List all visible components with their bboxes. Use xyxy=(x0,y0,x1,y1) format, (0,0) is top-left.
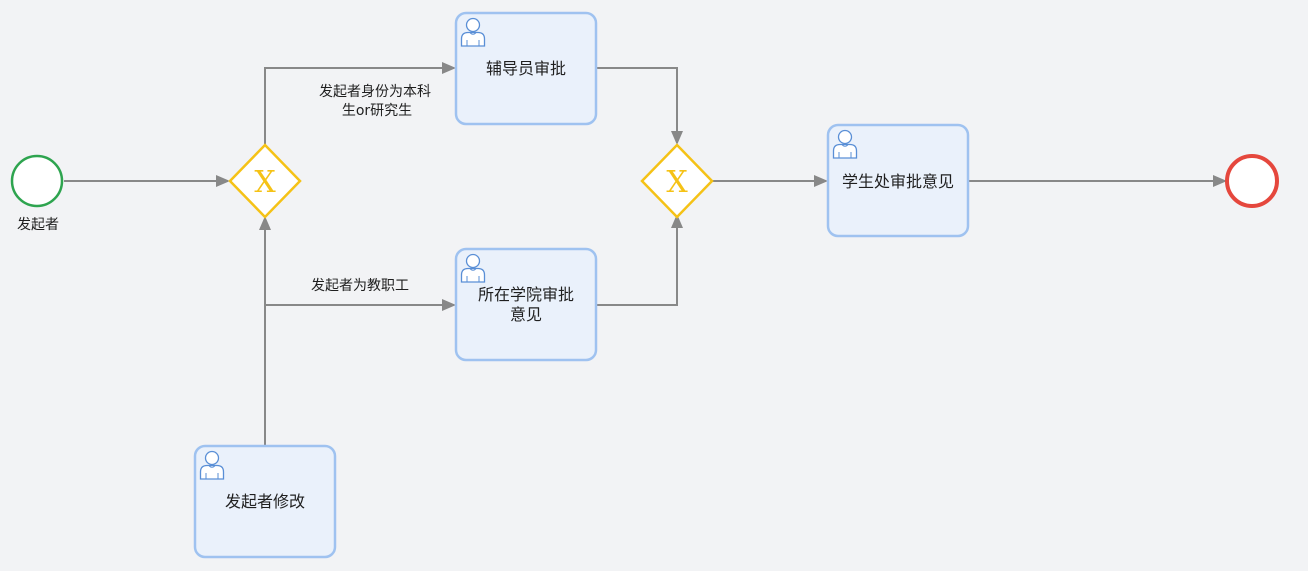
edge-split-to-counselor[interactable] xyxy=(264,62,456,144)
task-label: 辅导员审批 xyxy=(486,59,566,78)
task-counselor-approval[interactable]: 辅导员审批 xyxy=(454,11,598,126)
task-label-line1: 所在学院审批 xyxy=(478,285,574,304)
task-student-office-approval[interactable]: 学生处审批意见 xyxy=(826,123,970,238)
end-event[interactable] xyxy=(1225,154,1279,208)
end-event-circle-icon xyxy=(1225,154,1279,208)
flow-student-label-line2: 生or研究生 xyxy=(342,103,412,119)
flow-staff-label: 发起者为教职工 xyxy=(311,278,409,294)
gateway-diamond-icon xyxy=(228,143,302,219)
edge-counselor-to-join[interactable] xyxy=(596,67,683,145)
gateway-diamond-icon xyxy=(640,143,714,219)
gateway-split[interactable]: X xyxy=(228,143,302,219)
task-box xyxy=(454,247,598,362)
task-initiator-modify[interactable]: 发起者修改 xyxy=(193,444,337,559)
task-box xyxy=(193,444,337,559)
edge-college-to-join[interactable] xyxy=(596,214,683,306)
task-college-approval[interactable]: 所在学院审批 意见 xyxy=(454,247,598,362)
task-box xyxy=(454,11,598,126)
task-box xyxy=(826,123,970,238)
gateway-join[interactable]: X xyxy=(640,143,714,219)
start-event[interactable]: 发起者 xyxy=(10,154,64,233)
task-label-line2: 意见 xyxy=(510,305,542,324)
flow-student-label-line1: 发起者身份为本科 xyxy=(319,84,431,100)
start-event-label: 发起者 xyxy=(17,217,59,233)
gateway-x-symbol: X xyxy=(254,165,276,200)
edges xyxy=(64,62,1227,446)
task-label: 发起者修改 xyxy=(225,492,305,511)
start-event-circle-icon xyxy=(10,154,64,208)
gateway-x-symbol: X xyxy=(666,165,688,200)
task-label: 学生处审批意见 xyxy=(842,172,954,191)
